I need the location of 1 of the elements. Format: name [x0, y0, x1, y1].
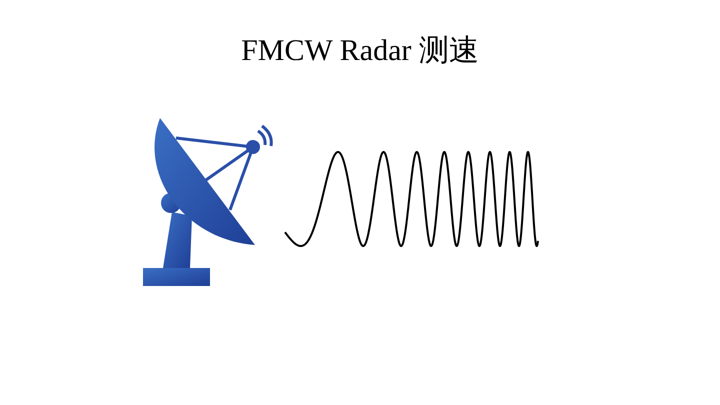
title: FMCW Radar 测速	[241, 34, 479, 67]
